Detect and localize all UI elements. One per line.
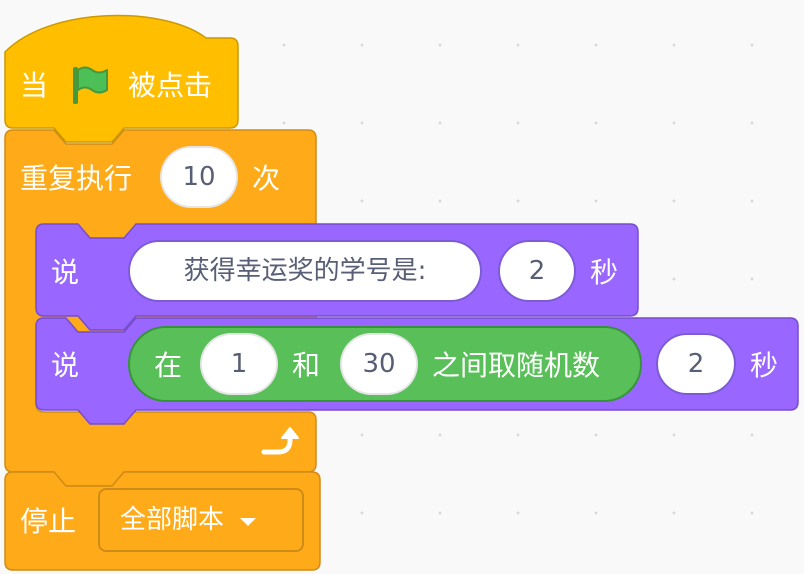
say-1-seconds-unit: 秒 — [590, 256, 619, 289]
pick-random-block[interactable]: 在 1 和 30 之间取随机数 — [128, 326, 642, 402]
say-2-seconds-unit: 秒 — [750, 349, 779, 382]
say-1-label: 说 — [51, 256, 80, 289]
random-and-label: 和 — [292, 349, 321, 382]
stop-block[interactable]: 停止 全部脚本 — [0, 470, 324, 574]
stop-option-value: 全部脚本 — [120, 505, 225, 535]
say-for-secs-block-2[interactable]: 说 在 1 和 30 之间取随机数 2 秒 — [0, 316, 804, 426]
say-2-label: 说 — [51, 349, 80, 382]
say-for-secs-block-1[interactable]: 说 获得幸运奖的学号是: 2 秒 — [0, 222, 644, 331]
hat-prefix-label: 当 — [20, 69, 49, 102]
stop-option-dropdown[interactable]: 全部脚本 — [98, 488, 304, 552]
say-1-seconds-input[interactable]: 2 — [498, 240, 576, 302]
repeat-count-input[interactable]: 10 — [160, 146, 238, 208]
when-flag-clicked-block[interactable]: 当 被点击 — [0, 0, 244, 143]
dropdown-caret-icon[interactable] — [240, 518, 257, 526]
random-prefix-label: 在 — [154, 349, 183, 382]
loop-arrow-icon — [261, 427, 299, 455]
hat-block-shape — [4, 14, 239, 143]
green-flag-icon — [73, 66, 108, 104]
repeat-label: 重复执行 — [20, 162, 133, 195]
say-2-seconds-input[interactable]: 2 — [656, 333, 736, 395]
random-suffix-label: 之间取随机数 — [432, 349, 601, 382]
say-message-input[interactable]: 获得幸运奖的学号是: — [128, 240, 482, 302]
repeat-times-label: 次 — [252, 162, 281, 195]
stop-label: 停止 — [20, 505, 77, 538]
random-to-input[interactable]: 30 — [340, 333, 418, 395]
hat-suffix-label: 被点击 — [128, 69, 213, 102]
random-from-input[interactable]: 1 — [200, 333, 278, 395]
